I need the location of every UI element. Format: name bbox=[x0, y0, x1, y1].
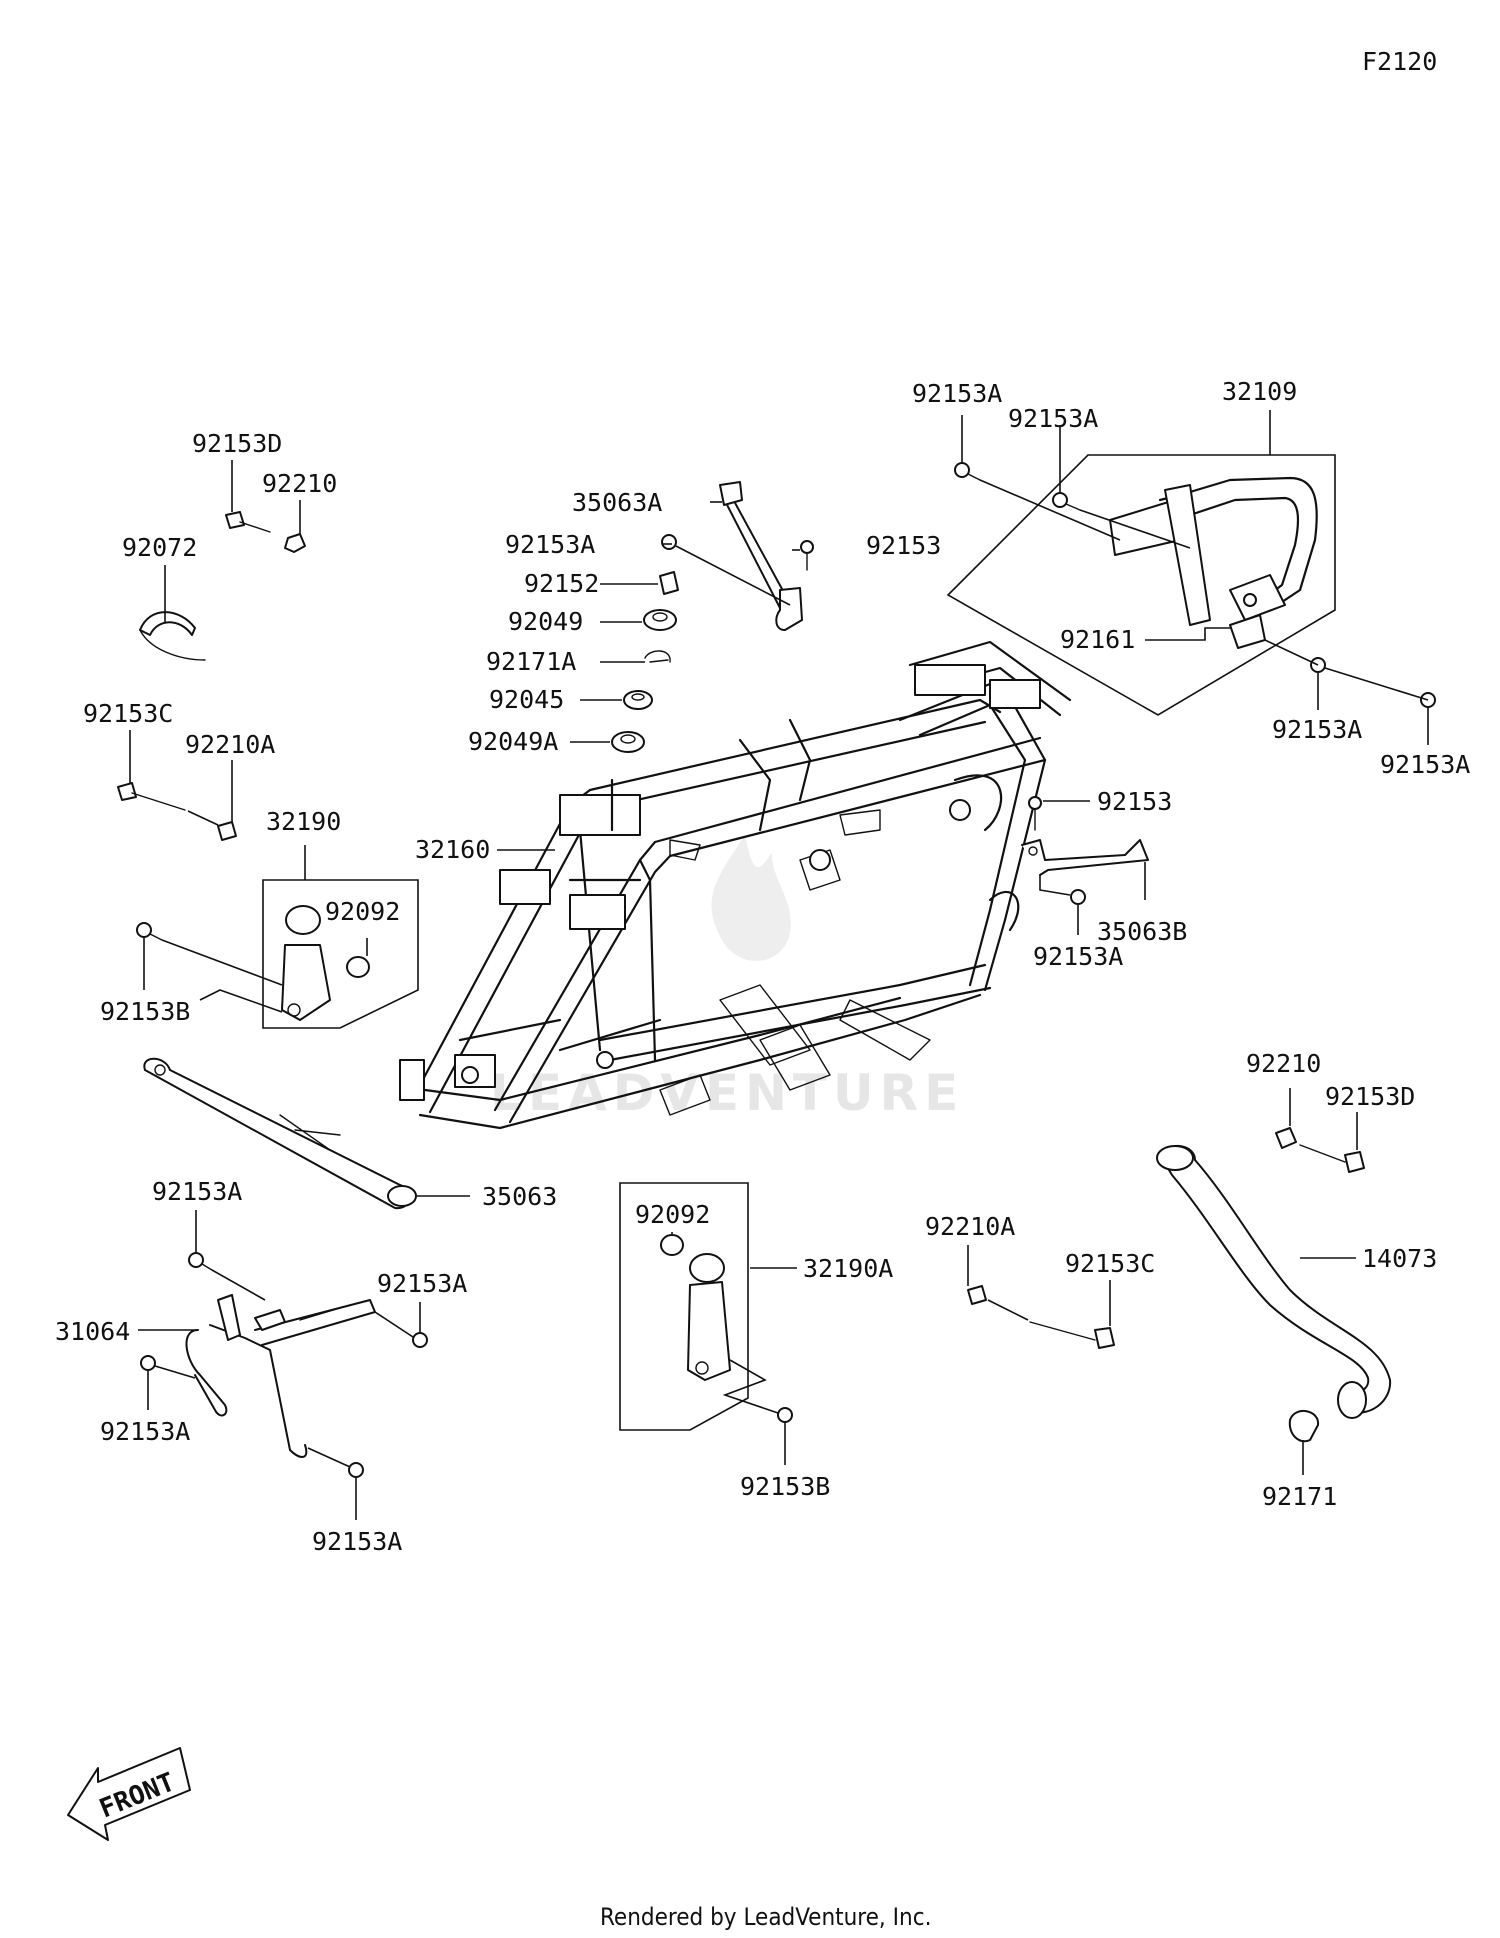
label-92092-left[interactable]: 92092 bbox=[325, 897, 400, 926]
label-92153A-bracket-left[interactable]: 92153A bbox=[100, 1417, 190, 1446]
bolt-92153D-left[interactable] bbox=[225, 511, 271, 533]
label-92171[interactable]: 92171 bbox=[1262, 1482, 1337, 1511]
label-92153A-bracket-right[interactable]: 92153A bbox=[377, 1269, 467, 1298]
callout-labels: 32109 92153A 92153A 92161 92153A 92153A … bbox=[55, 377, 1470, 1556]
watermark: LEADVENTURE bbox=[490, 835, 964, 1122]
label-92171A[interactable]: 92171A bbox=[486, 647, 576, 676]
rubber-92049[interactable] bbox=[643, 609, 677, 631]
label-35063[interactable]: 35063 bbox=[482, 1182, 557, 1211]
nut-92210-left[interactable] bbox=[284, 533, 306, 553]
main-frame-32160[interactable] bbox=[399, 640, 1072, 1130]
label-92153A-rack-right-1[interactable]: 92153A bbox=[1272, 715, 1362, 744]
label-35063A[interactable]: 35063A bbox=[572, 488, 662, 517]
bolt-92153A-bracket-bottom[interactable] bbox=[348, 1462, 364, 1478]
watermark-text: LEADVENTURE bbox=[490, 1064, 964, 1122]
label-92153-right[interactable]: 92153 bbox=[1097, 787, 1172, 816]
front-direction-arrow: FRONT bbox=[67, 1747, 191, 1841]
damper-92045[interactable] bbox=[623, 690, 653, 710]
label-92210A-right[interactable]: 92210A bbox=[925, 1212, 1015, 1241]
fastener-92153A-rack-left-1[interactable] bbox=[954, 462, 981, 481]
footer-credit: Rendered by LeadVenture, Inc. bbox=[600, 1903, 931, 1931]
clip-92171A[interactable] bbox=[644, 650, 671, 663]
bolt-92153A-bracket-right[interactable] bbox=[412, 1332, 428, 1348]
nut-92210A-right[interactable] bbox=[967, 1285, 987, 1305]
label-92153B-center[interactable]: 92153B bbox=[740, 1472, 830, 1501]
label-92210A-left[interactable]: 92210A bbox=[185, 730, 275, 759]
label-92153C-left[interactable]: 92153C bbox=[83, 699, 173, 728]
bolt-92153A-right[interactable] bbox=[1070, 889, 1086, 905]
engine-mount-32190[interactable] bbox=[281, 905, 331, 1021]
label-32190[interactable]: 32190 bbox=[266, 807, 341, 836]
stay-35063B[interactable] bbox=[1021, 839, 1149, 876]
bolt-92153A-bracket-top[interactable] bbox=[188, 1252, 213, 1271]
clamp-92072[interactable] bbox=[139, 611, 206, 661]
label-92210-right[interactable]: 92210 bbox=[1246, 1049, 1321, 1078]
label-35063B[interactable]: 35063B bbox=[1097, 917, 1187, 946]
bolt-92153B-center[interactable] bbox=[777, 1407, 793, 1423]
label-92210-left[interactable]: 92210 bbox=[262, 469, 337, 498]
bolt-92153C-left[interactable] bbox=[117, 782, 186, 811]
rack-outline-box bbox=[946, 454, 1336, 716]
label-92153A-rack-right-2[interactable]: 92153A bbox=[1380, 750, 1470, 779]
label-92153A-rack-left-2[interactable]: 92153A bbox=[1008, 404, 1098, 433]
mount-32190A-box bbox=[619, 1182, 749, 1431]
nut-92210-right[interactable] bbox=[1275, 1127, 1297, 1149]
label-92045[interactable]: 92045 bbox=[489, 685, 564, 714]
bracket-92161[interactable] bbox=[1229, 614, 1266, 649]
pipe-14073[interactable] bbox=[1156, 1145, 1392, 1419]
bolt-92153-center[interactable] bbox=[800, 540, 814, 571]
label-92153C-right[interactable]: 92153C bbox=[1065, 1249, 1155, 1278]
label-92161[interactable]: 92161 bbox=[1060, 625, 1135, 654]
label-92153D-right[interactable]: 92153D bbox=[1325, 1082, 1415, 1111]
label-32160[interactable]: 32160 bbox=[415, 835, 490, 864]
label-92153D-left[interactable]: 92153D bbox=[192, 429, 282, 458]
bolt-92153-right[interactable] bbox=[1028, 796, 1042, 831]
mount-32190-box bbox=[262, 879, 419, 1029]
label-32190A[interactable]: 32190A bbox=[803, 1254, 893, 1283]
fastener-92153A-rack-left-2[interactable] bbox=[1052, 492, 1081, 511]
diagram-code: F2120 bbox=[1362, 47, 1437, 76]
label-92153A-center[interactable]: 92153A bbox=[505, 530, 595, 559]
collar-92152[interactable] bbox=[659, 571, 679, 595]
label-92072[interactable]: 92072 bbox=[122, 533, 197, 562]
nut-92210A-left[interactable] bbox=[217, 821, 237, 841]
label-92153A-bracket-top[interactable]: 92153A bbox=[152, 1177, 242, 1206]
label-92153B-left[interactable]: 92153B bbox=[100, 997, 190, 1026]
label-92153A-bracket-bottom[interactable]: 92153A bbox=[312, 1527, 402, 1556]
clamp-92171[interactable] bbox=[1288, 1410, 1320, 1443]
label-92049[interactable]: 92049 bbox=[508, 607, 583, 636]
label-92153A-right[interactable]: 92153A bbox=[1033, 942, 1123, 971]
label-92152[interactable]: 92152 bbox=[524, 569, 599, 598]
bolt-92153A-center[interactable] bbox=[661, 534, 677, 550]
rear-rack-32109[interactable] bbox=[946, 410, 1336, 716]
collar-92092-center[interactable] bbox=[660, 1234, 684, 1256]
collar-92092-left[interactable] bbox=[346, 956, 370, 978]
bolt-92153C-right[interactable] bbox=[1029, 1321, 1115, 1349]
label-32109[interactable]: 32109 bbox=[1222, 377, 1297, 406]
label-92092-center[interactable]: 92092 bbox=[635, 1200, 710, 1229]
label-92153A-rack-left-1[interactable]: 92153A bbox=[912, 379, 1002, 408]
label-92153-center[interactable]: 92153 bbox=[866, 531, 941, 560]
engine-mount-32190A[interactable] bbox=[687, 1253, 731, 1381]
label-92049A[interactable]: 92049A bbox=[468, 727, 558, 756]
bolt-92153A-bracket-left[interactable] bbox=[140, 1355, 156, 1371]
leader-lines bbox=[129, 415, 1429, 1520]
bolt-92153D-right[interactable] bbox=[1299, 1144, 1365, 1173]
label-14073[interactable]: 14073 bbox=[1362, 1244, 1437, 1273]
stay-35063[interactable] bbox=[143, 1057, 417, 1210]
label-31064[interactable]: 31064 bbox=[55, 1317, 130, 1346]
bracket-31064[interactable] bbox=[185, 1294, 376, 1458]
bolt-92153B-left[interactable] bbox=[136, 922, 163, 941]
stay-35063A[interactable] bbox=[719, 481, 803, 631]
rubber-92049A[interactable] bbox=[611, 731, 645, 753]
